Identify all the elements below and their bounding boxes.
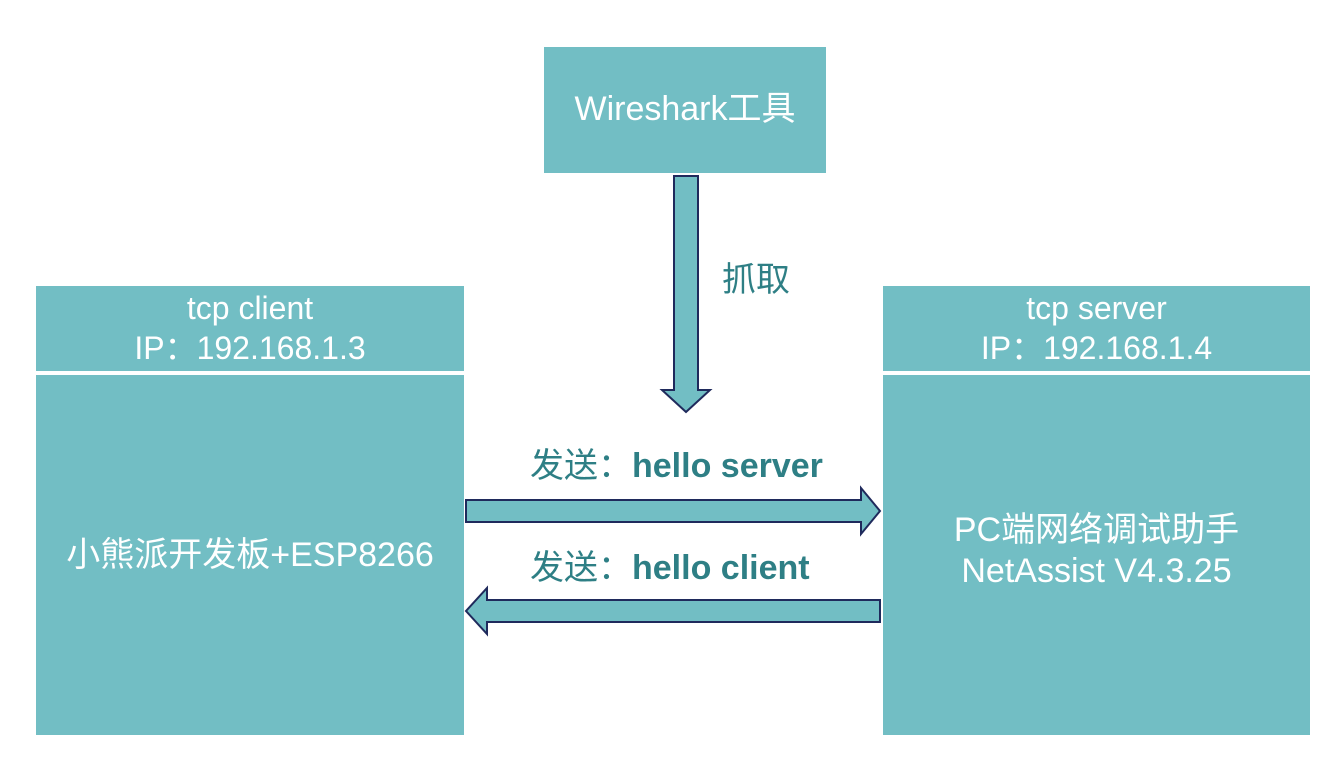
send-to-client-arrow <box>464 585 881 637</box>
wireshark-box: Wireshark工具 <box>544 47 826 173</box>
send-to-client-prefix: 发送： <box>530 549 632 587</box>
client-body-box: 小熊派开发板+ESP8266 <box>36 375 464 735</box>
capture-label: 抓取 <box>722 252 790 301</box>
wireshark-label: Wireshark工具 <box>574 90 796 129</box>
client-device-label: 小熊派开发板+ESP8266 <box>66 536 434 574</box>
server-version-label: NetAssist V4.3.25 <box>961 552 1232 591</box>
client-role-label: tcp client <box>186 290 314 327</box>
server-header-box: tcp server IP：192.168.1.4 <box>883 286 1310 371</box>
capture-down-arrow <box>659 175 713 414</box>
server-body-box: PC端网络调试助手 NetAssist V4.3.25 <box>883 375 1310 735</box>
server-ip-label: IP：192.168.1.4 <box>980 329 1213 366</box>
send-to-client-message: hello client <box>632 549 810 587</box>
send-to-server-arrow <box>465 485 882 537</box>
send-to-server-prefix: 发送： <box>530 447 632 485</box>
client-header-box: tcp client IP：192.168.1.3 <box>36 286 464 371</box>
server-software-label: PC端网络调试助手 <box>953 511 1240 549</box>
send-to-server-label: 发送：hello server <box>530 438 823 487</box>
capture-text: 抓取 <box>722 261 790 299</box>
server-role-label: tcp server <box>1026 290 1167 327</box>
send-to-client-label: 发送：hello client <box>530 540 810 589</box>
client-ip-label: IP：192.168.1.3 <box>134 329 366 366</box>
send-to-server-message: hello server <box>632 447 823 485</box>
